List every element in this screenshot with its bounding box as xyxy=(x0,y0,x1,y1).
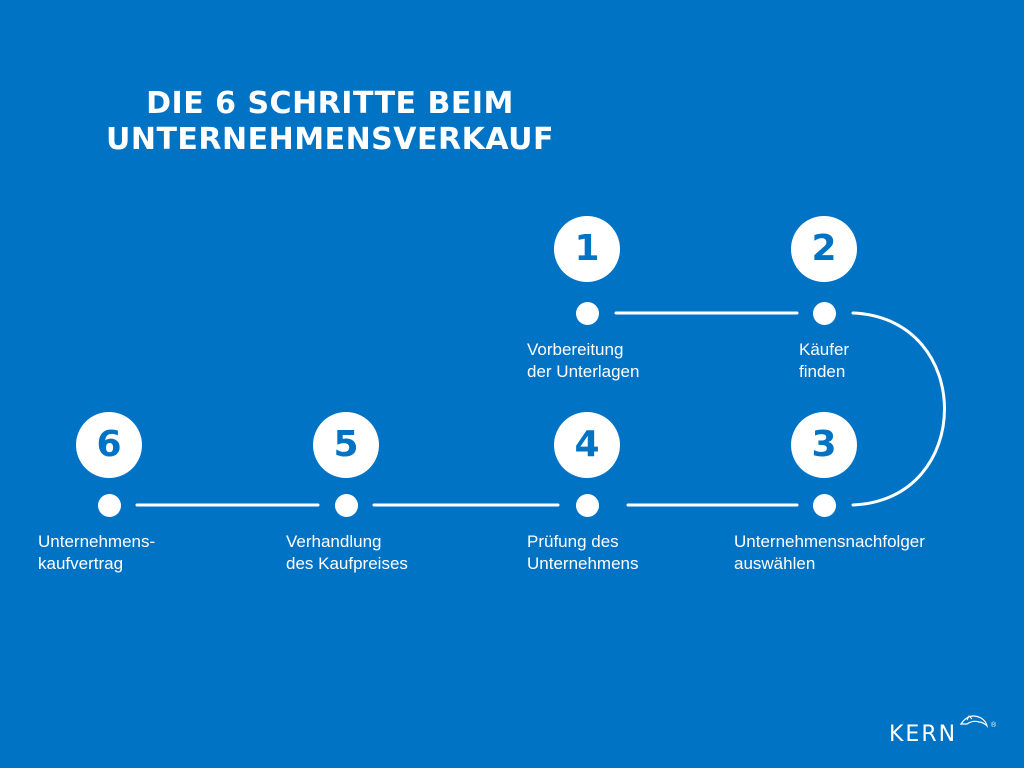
step-3-label-line-1: Unternehmensnachfolger xyxy=(734,532,925,551)
step-2-label-line-1: Käufer xyxy=(799,340,850,359)
step-3-dot xyxy=(813,494,836,517)
step-4-number-badge: 4 xyxy=(554,412,620,478)
step-3-number-badge: 3 xyxy=(791,412,857,478)
step-5-label: Verhandlung des Kaufpreises xyxy=(286,531,408,575)
step-1-label: Vorbereitung der Unterlagen xyxy=(527,339,639,383)
step-2-label-line-2: finden xyxy=(799,362,846,381)
step-2-number-badge: 2 xyxy=(791,216,857,282)
dolphin-icon xyxy=(959,715,988,728)
step-6-label-line-1: Unternehmens- xyxy=(38,532,156,551)
step-1-label-line-1: Vorbereitung xyxy=(527,340,624,359)
step-5-number-badge: 5 xyxy=(313,412,379,478)
step-4-label-line-1: Prüfung des xyxy=(527,532,619,551)
step-6-label: Unternehmens- kaufvertrag xyxy=(38,531,155,575)
step-1-label-line-2: der Unterlagen xyxy=(527,362,640,381)
title-line-2: UNTERNEHMENSVERKAUF xyxy=(105,122,554,157)
step-5-label-line-2: des Kaufpreises xyxy=(286,554,408,573)
step-1-number-badge: 1 xyxy=(554,216,620,282)
step-3-label: Unternehmensnachfolger auswählen xyxy=(734,531,925,575)
page-title: DIE 6 SCHRITTE BEIM UNTERNEHMENSVERKAUF xyxy=(70,86,590,158)
step-4-label: Prüfung des Unternehmens xyxy=(527,531,639,575)
step-2-dot xyxy=(813,302,836,325)
step-3-label-line-2: auswählen xyxy=(734,554,816,573)
step-4-dot xyxy=(576,494,599,517)
title-line-1: DIE 6 SCHRITTE BEIM xyxy=(146,86,514,121)
step-5-dot xyxy=(335,494,358,517)
step-6-dot xyxy=(98,494,121,517)
registered-mark: ® xyxy=(991,722,997,729)
kern-logo: KERN ® xyxy=(889,710,999,747)
step-4-label-line-2: Unternehmens xyxy=(527,554,639,573)
step-1-dot xyxy=(576,302,599,325)
step-6-label-line-2: kaufvertrag xyxy=(38,554,124,573)
connector-2-3-arc xyxy=(851,311,946,507)
step-6-number-badge: 6 xyxy=(76,412,142,478)
logo-wordmark: KERN xyxy=(889,722,958,747)
step-5-label-line-1: Verhandlung xyxy=(286,532,382,551)
step-2-label: Käufer finden xyxy=(799,339,849,383)
